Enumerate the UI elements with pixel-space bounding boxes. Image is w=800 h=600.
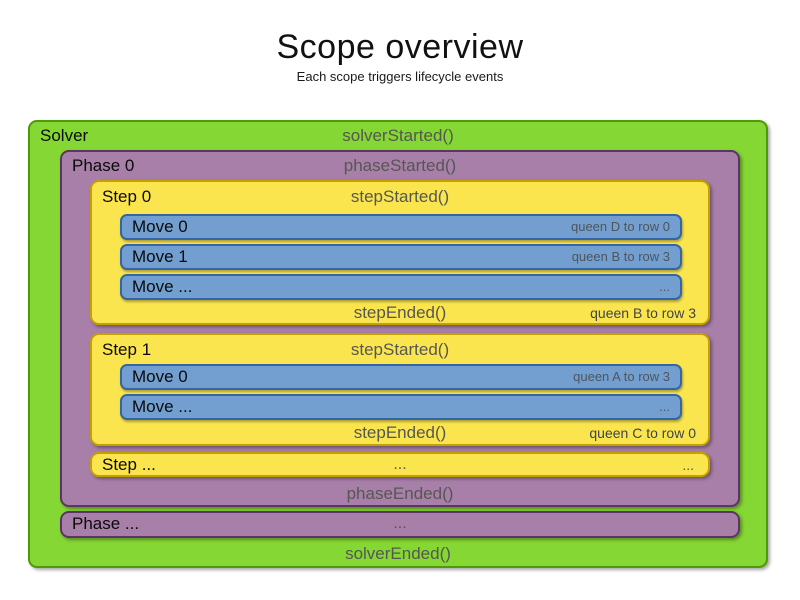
move-label: Move ...	[132, 277, 193, 296]
move-label: Move 1	[132, 247, 188, 266]
step-started-event: stepStarted()	[350, 340, 450, 359]
move-row: Move 1 queen B to row 3	[120, 244, 682, 270]
move-row: Move 0 queen A to row 3	[120, 364, 682, 390]
move-label: Move ...	[132, 397, 193, 416]
phase0-label: Phase 0	[72, 156, 135, 175]
step0-moves: Move 0 queen D to row 0 Move 1 queen B t…	[120, 214, 682, 304]
step-ellipsis-box: ... Step ... ...	[90, 452, 710, 477]
step1-moves: Move 0 queen A to row 3 Move ... ...	[120, 364, 682, 424]
move-note: queen A to row 3	[573, 369, 670, 384]
solver-header: solverStarted() Solver	[30, 122, 766, 150]
phase-ellipsis-box: ... Phase ...	[60, 511, 740, 538]
phase0-scope-box: phaseStarted() Phase 0 stepStarted() Ste…	[60, 150, 740, 507]
step-ended-note: queen B to row 3	[590, 305, 696, 321]
move-note: queen B to row 3	[571, 249, 670, 264]
solver-started-event: solverStarted()	[342, 126, 454, 145]
step-started-event: stepStarted()	[350, 187, 450, 206]
solver-scope-box: solverStarted() Solver phaseStarted() Ph…	[28, 120, 768, 568]
step-ended-event: stepEnded()	[353, 303, 447, 322]
solver-ended-event: solverEnded()	[345, 544, 451, 563]
move-row: Move ... ...	[120, 394, 682, 420]
move-note: ...	[659, 279, 670, 294]
step-ended-note: queen C to row 0	[589, 425, 696, 441]
move-note: queen D to row 0	[570, 219, 670, 234]
move-label: Move 0	[132, 367, 188, 386]
move-label: Move 0	[132, 217, 188, 236]
step0-label: Step 0	[102, 187, 152, 206]
move-note: ...	[659, 399, 670, 414]
phase-started-event: phaseStarted()	[343, 156, 457, 175]
step1-header: stepStarted() Step 1	[92, 335, 708, 365]
phase-ended-event: phaseEnded()	[346, 484, 454, 503]
solver-label: Solver	[40, 126, 89, 145]
step0-footer: stepEnded() queen B to row 3	[92, 302, 708, 324]
step-ended-event: stepEnded()	[353, 423, 447, 442]
page-title: Scope overview	[276, 28, 524, 66]
phase-ellipsis-label: Phase ...	[72, 514, 140, 533]
step0-scope-box: stepStarted() Step 0 Move 0 queen D to r…	[90, 180, 710, 325]
phase0-header: phaseStarted() Phase 0	[62, 152, 738, 180]
step-ellipsis-right: ...	[682, 457, 694, 473]
step1-footer: stepEnded() queen C to row 0	[92, 422, 708, 444]
step0-header: stepStarted() Step 0	[92, 182, 708, 212]
step1-scope-box: stepStarted() Step 1 Move 0 queen A to r…	[90, 333, 710, 446]
move-row: Move 0 queen D to row 0	[120, 214, 682, 240]
page-subtitle: Each scope triggers lifecycle events	[296, 69, 504, 84]
step1-label: Step 1	[102, 340, 152, 359]
step-ellipsis-center: ...	[393, 456, 407, 473]
step-ellipsis-label: Step ...	[102, 455, 156, 474]
phase-ellipsis-center: ...	[393, 515, 407, 532]
move-row: Move ... ...	[120, 274, 682, 300]
